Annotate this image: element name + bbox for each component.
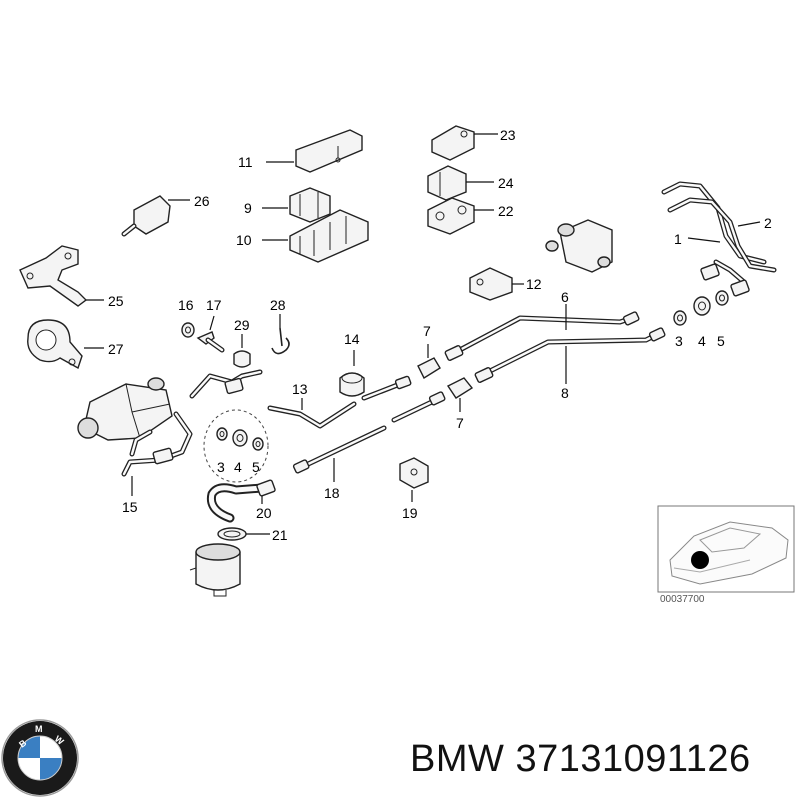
line-15 — [121, 369, 263, 477]
pump-unit — [77, 377, 173, 441]
part-number-caption: BMW 37131091126 — [410, 738, 751, 781]
part-number: 37131091126 — [515, 738, 751, 780]
part-28-spring-clip — [271, 327, 290, 355]
line-18 — [292, 391, 446, 474]
part-7-fitting-bottom — [446, 377, 474, 399]
lines-6-8 — [444, 311, 666, 383]
callout-2: 2 — [764, 215, 772, 231]
svg-text:B: B — [17, 737, 29, 749]
callout-11: 11 — [238, 154, 253, 170]
inset-reference-code: 00037700 — [660, 594, 705, 605]
bmw-logo: B M W — [1, 719, 79, 797]
part-19-clip — [399, 457, 429, 489]
part-12-clip — [469, 267, 513, 301]
vehicle-location-inset — [657, 505, 795, 593]
callout-16: 16 — [178, 297, 194, 313]
callout-6: 6 — [561, 289, 569, 305]
part-29-bushing — [233, 350, 251, 368]
washer-set-right — [673, 290, 729, 326]
callout-14: 14 — [344, 331, 360, 347]
callout-8: 8 — [561, 385, 569, 401]
callout-24: 24 — [498, 175, 514, 191]
reservoir — [189, 543, 241, 597]
part-21-clamp — [217, 527, 247, 541]
callout-12: 12 — [526, 276, 542, 292]
callout-1: 1 — [674, 231, 682, 247]
callout-5-right: 5 — [717, 333, 725, 349]
callout-21: 21 — [272, 527, 288, 543]
callout-28: 28 — [270, 297, 286, 313]
callout-9: 9 — [244, 200, 252, 216]
part-27-clamp — [27, 319, 83, 370]
line-13 — [267, 375, 412, 429]
callout-20: 20 — [256, 505, 272, 521]
brand-name: BMW — [410, 738, 505, 780]
callout-10: 10 — [236, 232, 252, 248]
callout-3-right: 3 — [675, 333, 683, 349]
washer-set-left — [203, 409, 269, 483]
callout-27: 27 — [108, 341, 124, 357]
callout-4-left: 4 — [234, 459, 242, 475]
part-25-bracket — [19, 245, 88, 307]
part-26-sensor — [121, 195, 171, 237]
lines-1-2 — [661, 181, 777, 297]
valve-block — [545, 219, 613, 273]
part-17-bolt — [196, 331, 225, 353]
callout-5-left: 5 — [252, 459, 260, 475]
callout-18: 18 — [324, 485, 340, 501]
part-14-grommet — [339, 372, 365, 397]
part-9-clip — [289, 187, 331, 223]
part-24-clip — [427, 165, 467, 201]
part-7-fitting-top — [417, 357, 441, 380]
part-10-holder — [289, 209, 369, 263]
callout-15: 15 — [122, 499, 138, 515]
location-marker — [691, 551, 709, 569]
callout-23: 23 — [500, 127, 516, 143]
part-22-holder — [427, 197, 475, 235]
svg-text:M: M — [35, 724, 43, 734]
callout-7-bottom: 7 — [456, 415, 464, 431]
callout-26: 26 — [194, 193, 210, 209]
part-20-hose — [206, 479, 276, 523]
callout-19: 19 — [402, 505, 418, 521]
callout-7-top: 7 — [423, 323, 431, 339]
part-11-cover — [295, 129, 363, 173]
callout-17: 17 — [206, 297, 222, 313]
callout-22: 22 — [498, 203, 514, 219]
callout-29: 29 — [234, 317, 250, 333]
callout-3-left: 3 — [217, 459, 225, 475]
callout-4-right: 4 — [698, 333, 706, 349]
callout-13: 13 — [292, 381, 308, 397]
part-16-washer — [181, 322, 195, 338]
part-23-cover — [431, 125, 475, 161]
callout-25: 25 — [108, 293, 124, 309]
